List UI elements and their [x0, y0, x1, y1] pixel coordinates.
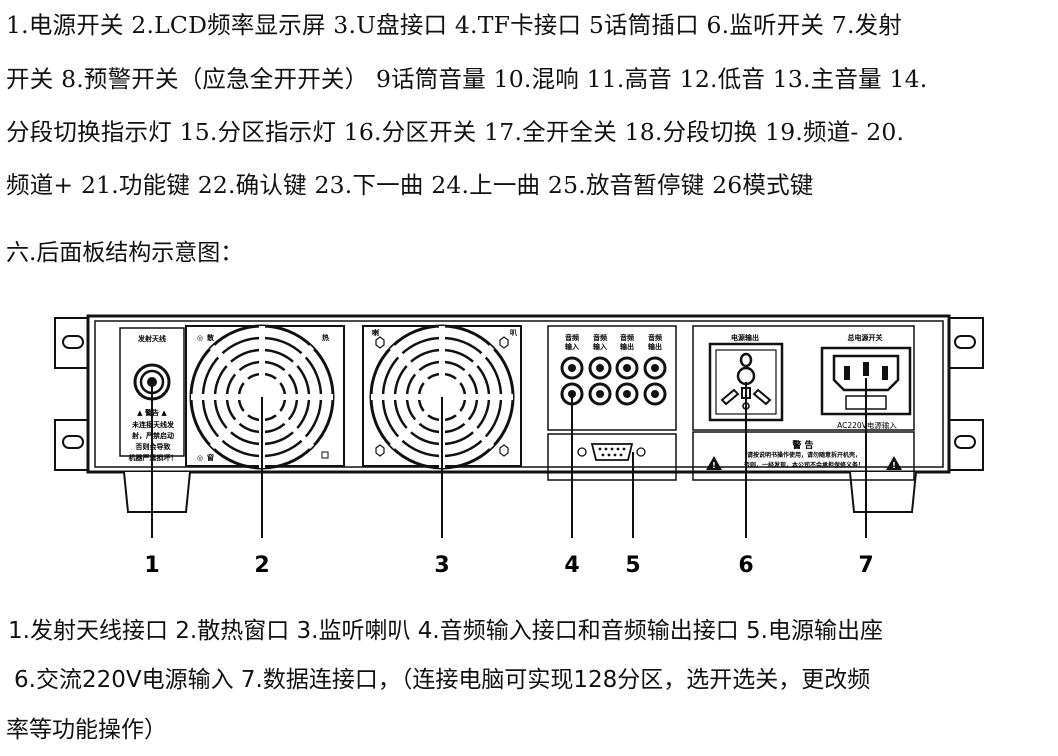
fan-corner-left: 散: [207, 333, 214, 342]
audio-label-1-top: 音频: [565, 333, 579, 342]
warning-triangle-icon: [706, 456, 722, 470]
callout-1: 1: [144, 553, 159, 578]
main-switch-label: 总电源开关: [848, 333, 883, 342]
audio-label-4-top: 音频: [648, 333, 662, 342]
callout-7: 7: [858, 553, 873, 578]
front-legend-line-3: 分段切换指示灯 15.分区指示灯 16.分区开关 17.全开全关 18.分段切换…: [6, 118, 905, 146]
front-legend-line-2: 开关 8.预警开关（应急全开开关） 9话筒音量 10.混响 11.高音 12.低…: [6, 65, 928, 93]
audio-label-1-bottom: 输入: [565, 342, 579, 351]
rack-ear-right: [946, 317, 984, 471]
power-out-label: 电源输出: [731, 333, 759, 342]
warning-triangle-icon: [886, 456, 902, 470]
svg-text:!: !: [712, 461, 716, 470]
speaker-corner-left: 喇: [372, 328, 379, 337]
audio-io-section: 音频 输入 音频 输入 音频 输出 音频 输出: [547, 325, 677, 431]
leader-lines: [151, 378, 867, 538]
fan-corner-right: 热: [322, 333, 329, 342]
antenna-label: 发射天线: [137, 334, 166, 343]
db9-port-icon: [547, 433, 677, 481]
svg-text:◎: ◎: [197, 334, 203, 342]
audio-label-3-top: 音频: [620, 333, 634, 342]
warning-right-line-1: 请按说明书操作使用，请勿随意拆开机壳，: [747, 451, 861, 459]
audio-label-2-top: 音频: [593, 333, 607, 342]
callout-6: 6: [738, 553, 753, 578]
front-legend-line-4: 频道+ 21.功能键 22.确认键 23.下一曲 24.上一曲 25.放音暂停键…: [6, 171, 814, 199]
rack-ear-left: [54, 317, 92, 471]
audio-label-3-bottom: 输出: [620, 342, 634, 351]
fan-corner-bottom: 窗: [207, 453, 214, 462]
audio-label-2-bottom: 输入: [593, 342, 607, 351]
rear-panel-diagram: 发射天线 ▲ 警告 ▲ 未连接天线发 射，严禁启动 否则会导致 机器严重损坏！ …: [54, 314, 984, 578]
callout-2: 2: [254, 553, 269, 578]
antenna-warning-line-1: 未连接天线发: [132, 420, 175, 429]
front-legend-line-1: 1.电源开关 2.LCD频率显示屏 3.U盘接口 4.TF卡接口 5话筒插口 6…: [6, 11, 903, 39]
callout-3: 3: [434, 553, 449, 578]
section-heading: 六.后面板结构示意图：: [6, 240, 244, 266]
speaker-corner-right: 叭: [510, 329, 517, 337]
rca-jack-icon: [560, 356, 667, 406]
rear-legend-line-2: 6.交流220V电源输入 7.数据连接口，（连接电脑可实现128分区，选开选关，…: [14, 667, 871, 693]
feet: [123, 471, 917, 513]
svg-text:!: !: [892, 461, 896, 470]
warning-right-title: 警 告: [792, 439, 813, 451]
rear-legend-line-3: 率等功能操作）: [6, 717, 167, 743]
ac-input-label: AC220V电源输入: [837, 420, 897, 430]
warning-right-line-2: 否则，一经发现，本公司不会承担保修义务！: [744, 461, 864, 469]
audio-label-4-bottom: 输出: [648, 342, 662, 351]
callout-4: 4: [564, 553, 579, 578]
rear-legend-line-1: 1.发射天线接口 2.散热窗口 3.监听喇叭 4.音频输入接口和音频输出接口 5…: [8, 618, 883, 644]
svg-text:◎: ◎: [197, 454, 203, 462]
callout-5: 5: [625, 553, 640, 578]
warning-plate-right: 警 告 ! ! 请按说明书操作使用，请勿随意拆开机壳， 否则，一经发现，本公司不…: [692, 431, 915, 481]
